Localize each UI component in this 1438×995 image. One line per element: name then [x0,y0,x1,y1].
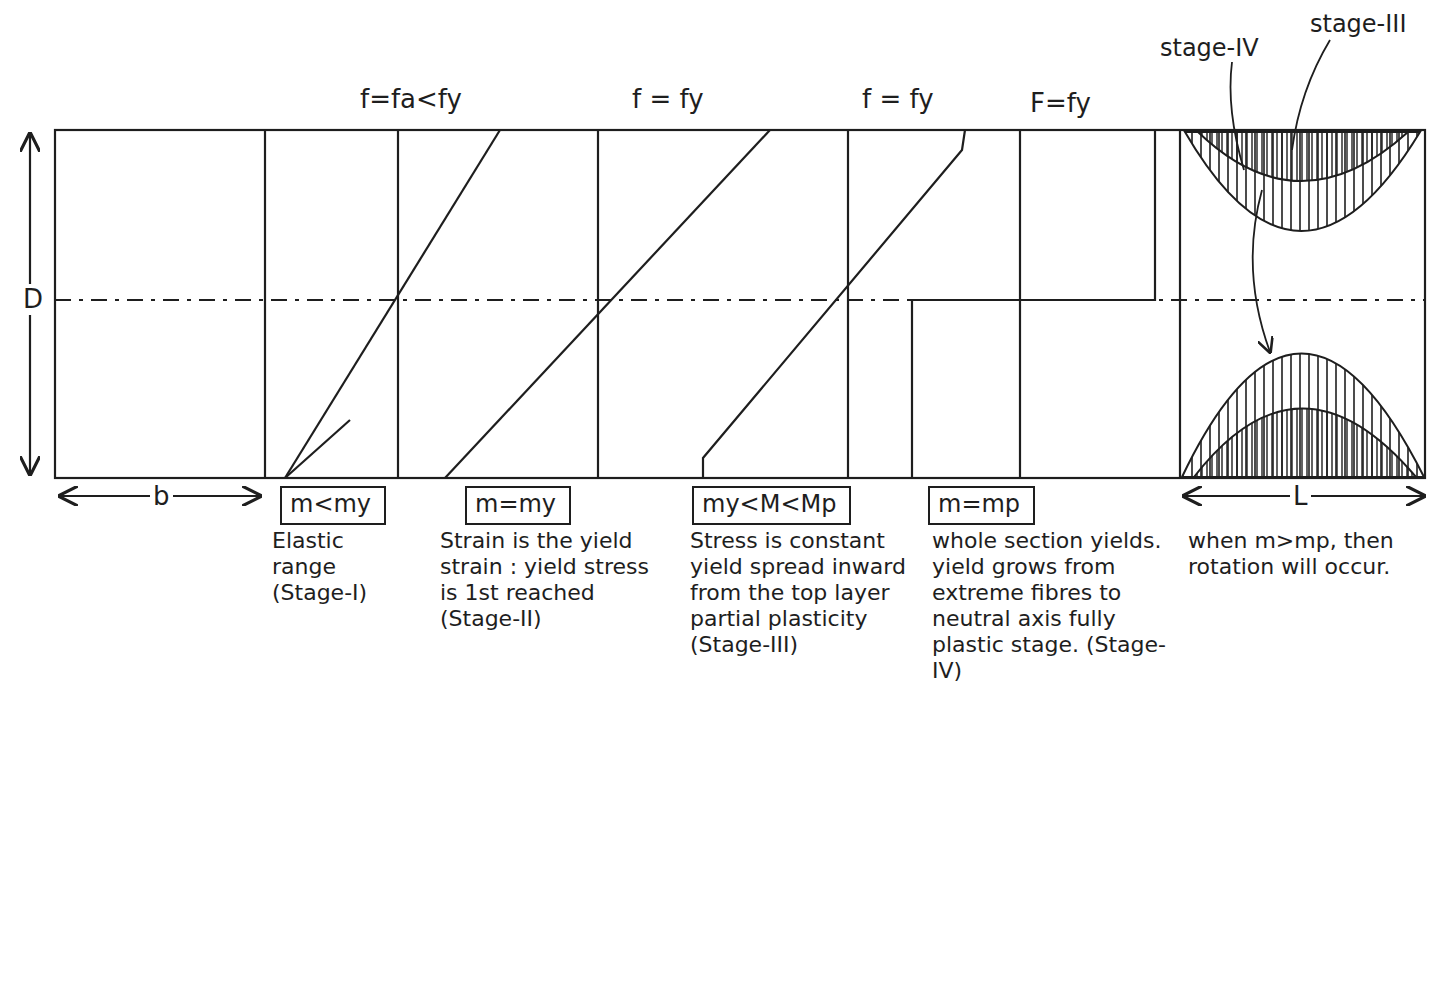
moment-condition: m=mp [938,490,1020,518]
moment-box: m=my [465,486,571,525]
moment-box: m=mp [928,486,1035,525]
dimension-label: b [150,481,173,512]
stress-label: F=fy [1030,88,1091,119]
moment-box: my<M<Mp [692,486,851,525]
stage-note: Elastic range (Stage-I) [272,528,402,606]
stage-note: Stress is constant yield spread inward f… [690,528,915,658]
moment-condition: m<my [290,490,371,518]
stress-label: stage-IV [1160,34,1259,62]
dimension-label: D [20,284,46,315]
moment-condition: m=my [475,490,556,518]
stress-label: stage-III [1310,10,1407,38]
stress-label: f = fy [632,84,704,115]
stage-note: when m>mp, then rotation will occur. [1188,528,1428,580]
stress-label: f = fy [862,84,934,115]
stage-note: whole section yields. yield grows from e… [932,528,1167,684]
moment-box: m<my [280,486,386,525]
stress-label: f=fa<fy [360,84,462,115]
dimension-label: L [1290,481,1311,512]
moment-condition: my<M<Mp [702,490,836,518]
stage-note: Strain is the yield strain : yield stres… [440,528,655,632]
